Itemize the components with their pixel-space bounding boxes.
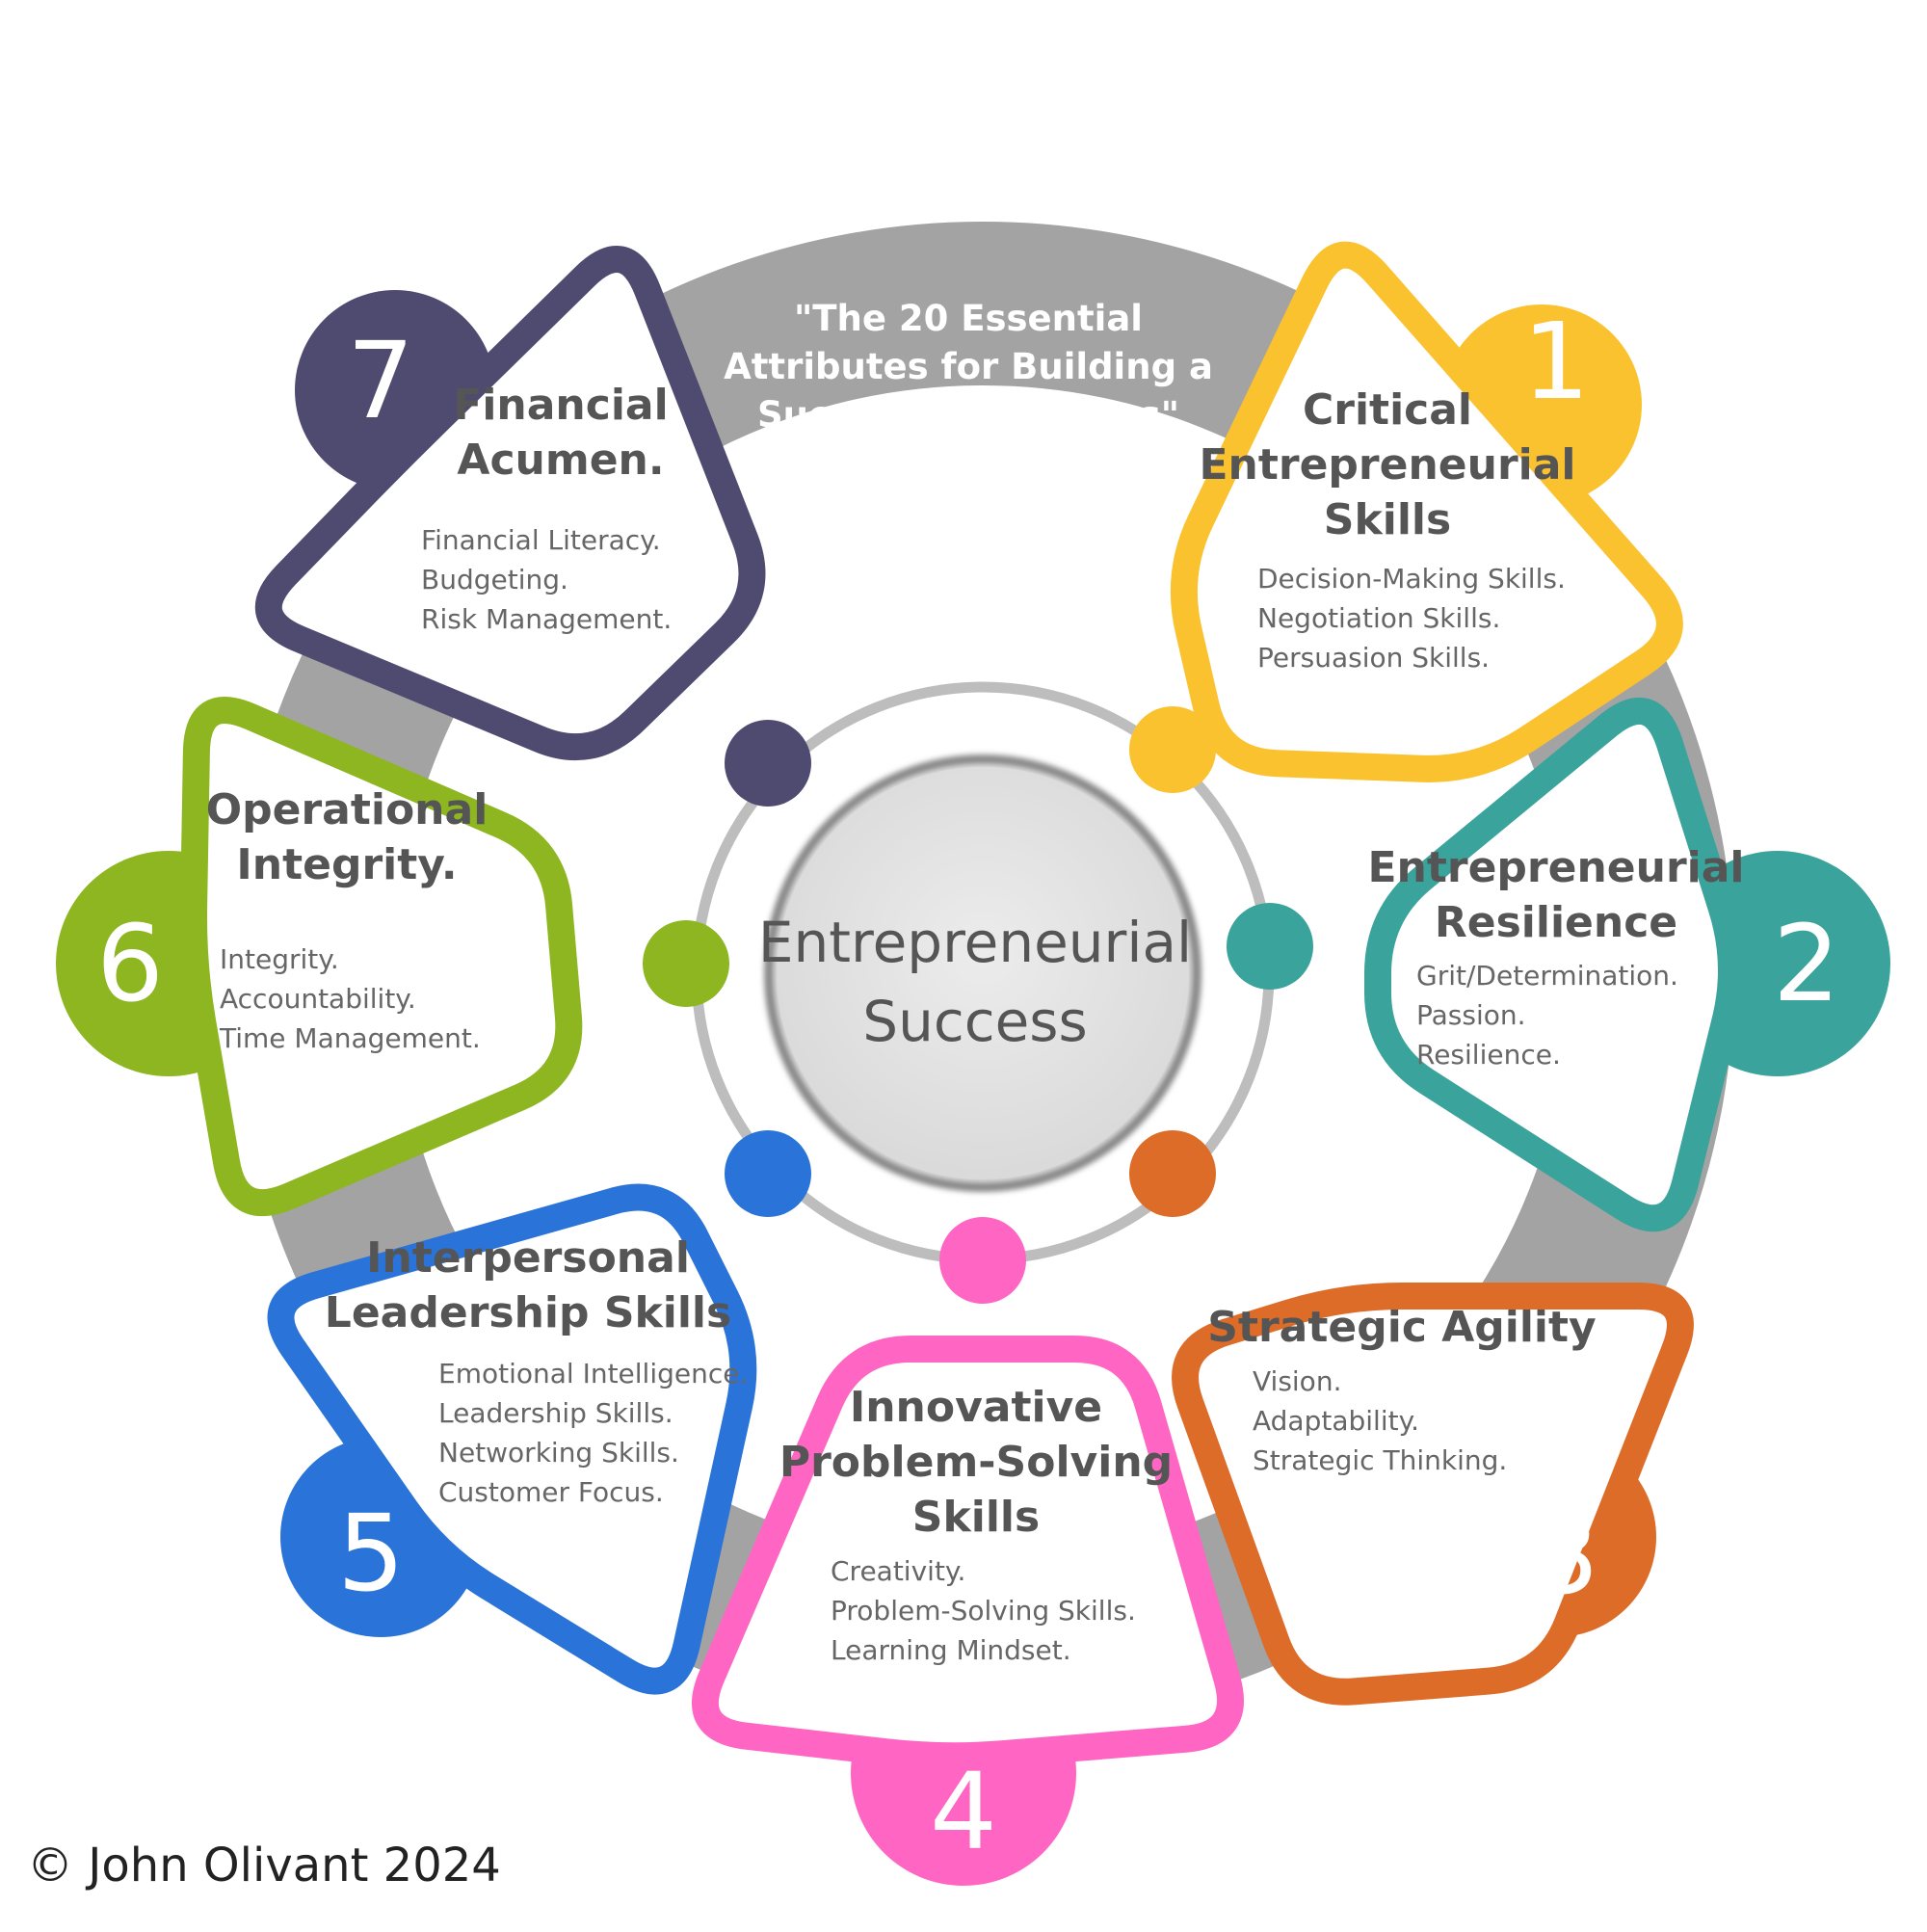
attribute-item: Vision. (1253, 1365, 1341, 1397)
attribute-number-3: 3 (1532, 1495, 1599, 1618)
attribute-item: Resilience. (1416, 1039, 1561, 1071)
attribute-card-5 (267, 1183, 757, 1695)
attribute-title-line: Entrepreneurial (1367, 843, 1744, 892)
attribute-card-3 (1172, 1283, 1694, 1706)
orbit-dot-4 (939, 1217, 1026, 1304)
attribute-number-6: 6 (96, 902, 164, 1025)
attribute-number-1: 1 (1522, 300, 1590, 423)
attribute-item: Learning Mindset. (831, 1634, 1071, 1666)
attribute-title-line: Acumen. (457, 436, 664, 485)
attribute-title-line: Entrepreneurial (1199, 440, 1575, 490)
orbit-dot-3 (1129, 1130, 1216, 1217)
copyright-notice: © John Olivant 2024 (27, 1839, 501, 1892)
orbit-dot-2 (1227, 903, 1313, 990)
attribute-item: Risk Management. (421, 603, 672, 635)
header-title-line: "The 20 Essential (794, 298, 1143, 339)
center-core-circle (777, 767, 1189, 1179)
orbit-dot-5 (725, 1130, 811, 1217)
attribute-item: Passion. (1416, 999, 1526, 1031)
orbit-dot-6 (643, 920, 729, 1007)
attribute-item: Emotional Intelligence. (438, 1358, 748, 1389)
attribute-title-line: Skills (1324, 495, 1451, 544)
attribute-item: Problem-Solving Skills. (831, 1595, 1136, 1627)
attribute-title-line: Resilience (1435, 898, 1677, 947)
attribute-number-5: 5 (337, 1492, 405, 1615)
attribute-number-4: 4 (930, 1750, 997, 1873)
attribute-item: Leadership Skills. (438, 1397, 673, 1429)
attribute-item: Financial Literacy. (421, 524, 661, 556)
attribute-item: Adaptability. (1253, 1405, 1419, 1437)
attribute-item: Time Management. (219, 1022, 481, 1054)
attribute-card-6 (179, 697, 583, 1217)
attribute-title-line: Financial (453, 381, 668, 430)
attribute-card-7 (254, 246, 766, 761)
attribute-item: Creativity. (831, 1555, 965, 1587)
header-title-line: Attributes for Building a (724, 346, 1213, 387)
attribute-title-line: Critical (1303, 385, 1472, 435)
attribute-item: Persuasion Skills. (1257, 642, 1490, 674)
orbit-dot-1 (1129, 706, 1216, 793)
attribute-item: Strategic Thinking. (1253, 1444, 1507, 1476)
attribute-item: Negotiation Skills. (1257, 602, 1500, 634)
attribute-item: Decision-Making Skills. (1257, 563, 1566, 595)
attribute-item: Accountability. (220, 983, 416, 1015)
center-label-line: Entrepreneurial (758, 910, 1192, 975)
attribute-card-2 (1364, 698, 1746, 1232)
attribute-title-line: Operational (206, 785, 488, 834)
attribute-title-line: Innovative (850, 1383, 1102, 1432)
attribute-title-line: Problem-Solving (779, 1438, 1173, 1487)
attribute-cards-layer: 1CriticalEntrepreneurialSkillsDecision-M… (96, 241, 1840, 1873)
attribute-card-1 (1170, 241, 1683, 782)
attribute-item: Customer Focus. (438, 1476, 664, 1508)
attribute-title-line: Integrity. (236, 840, 457, 889)
attribute-item: Budgeting. (421, 564, 568, 595)
attribute-title-line: Skills (912, 1493, 1040, 1542)
attribute-title-line: Strategic Agility (1207, 1303, 1596, 1352)
attribute-card-4 (692, 1336, 1244, 1770)
attribute-item: Networking Skills. (438, 1437, 679, 1469)
attribute-title-line: Interpersonal (366, 1233, 690, 1283)
attribute-item: Integrity. (220, 943, 339, 975)
attribute-title-line: Leadership Skills (325, 1288, 731, 1337)
header-title-line: Successful Business" (757, 394, 1179, 436)
attribute-number-7: 7 (347, 319, 414, 442)
center-label-line: Success (862, 989, 1087, 1054)
attribute-number-2: 2 (1773, 902, 1840, 1025)
orbit-dot-7 (725, 720, 811, 807)
attribute-item: Grit/Determination. (1416, 960, 1678, 992)
